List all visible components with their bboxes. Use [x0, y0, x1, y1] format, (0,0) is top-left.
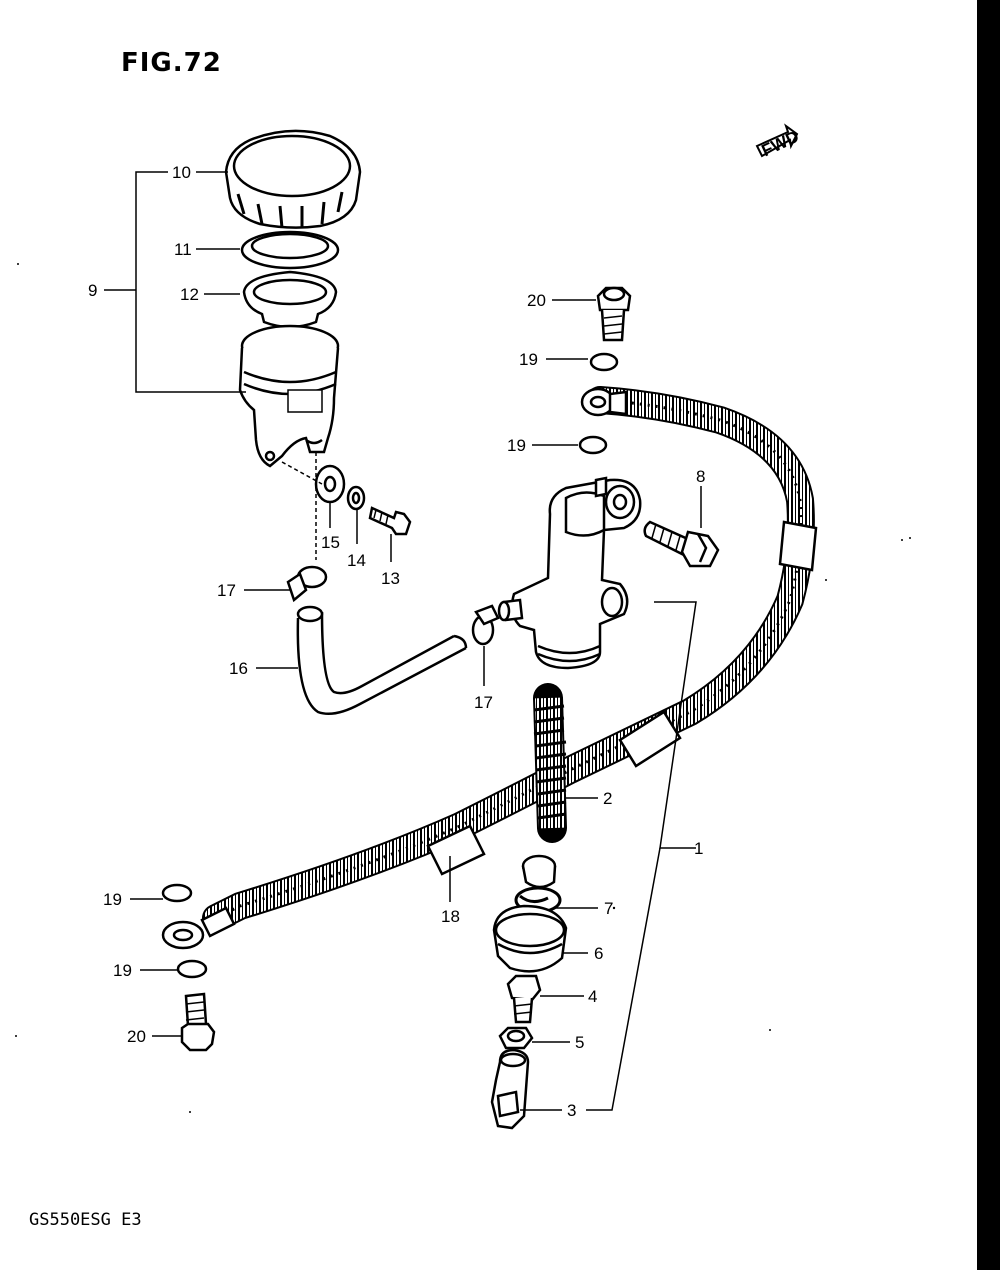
brake-hose-upper — [202, 386, 818, 932]
callout-19-b: 19 — [507, 436, 526, 455]
callout-19-a: 19 — [519, 350, 538, 369]
callout-3: 3 — [567, 1101, 576, 1120]
banjo-fitting-lower — [161, 906, 236, 950]
callout-10: 10 — [172, 163, 191, 182]
callout-8: 8 — [696, 467, 705, 486]
dust-boot-6 — [492, 904, 568, 973]
callout-5: 5 — [575, 1033, 584, 1052]
diaphragm — [242, 270, 338, 329]
washer-15 — [314, 464, 346, 504]
banjo-fitting-upper — [580, 387, 628, 417]
leader-lines — [104, 171, 697, 1111]
figure-title: FIG.72 — [121, 48, 222, 78]
diaphragm-plate — [240, 230, 340, 270]
model-code: GS550ESG E3 — [29, 1210, 142, 1230]
callout-9: 9 — [88, 281, 97, 300]
clevis-3 — [490, 1048, 530, 1130]
bracket-9 — [135, 171, 246, 393]
washer-19-d — [176, 959, 208, 979]
callout-20-lower: 20 — [127, 1027, 146, 1046]
washer-19-b — [578, 435, 608, 455]
page-edge-border — [977, 0, 1000, 1270]
washer-19-a — [589, 352, 619, 372]
callout-18: 18 — [441, 907, 460, 926]
washer-19-c — [161, 883, 193, 903]
fwd-arrow-icon: FWD — [755, 123, 802, 161]
callout-13: 13 — [381, 569, 400, 588]
callout-14: 14 — [347, 551, 366, 570]
return-spring — [533, 683, 567, 843]
callout-19-d: 19 — [113, 961, 132, 980]
scan-specks — [15, 263, 911, 1113]
callout-labels: 10 11 12 9 15 14 13 17 16 17 20 19 19 8 … — [88, 163, 705, 1120]
callout-7: 7 — [604, 899, 613, 918]
callout-16: 16 — [229, 659, 248, 678]
callout-2: 2 — [603, 789, 612, 808]
bolt-13 — [368, 506, 412, 536]
master-cylinder — [497, 476, 642, 670]
callout-4: 4 — [588, 987, 597, 1006]
callout-20-upper: 20 — [527, 291, 546, 310]
reservoir-hose — [296, 605, 468, 715]
callout-12: 12 — [180, 285, 199, 304]
rod-nut-4 — [506, 974, 542, 1024]
fwd-label: FWD — [759, 127, 802, 161]
callout-19-c: 19 — [103, 890, 122, 909]
callout-15: 15 — [321, 533, 340, 552]
callout-17-upper: 17 — [217, 581, 236, 600]
push-rod-cap — [521, 854, 557, 889]
reservoir-body — [238, 324, 340, 468]
lock-washer-14 — [346, 485, 366, 511]
banjo-bolt-lower — [180, 992, 216, 1052]
banjo-bolt-upper — [596, 286, 632, 342]
callout-1: 1 — [694, 839, 703, 858]
callout-17-lower: 17 — [474, 693, 493, 712]
hose-clamp-lower — [471, 604, 500, 646]
callout-11: 11 — [174, 240, 192, 259]
callout-6: 6 — [594, 944, 603, 963]
bolt-8 — [643, 520, 720, 568]
hose-clamp-upper — [286, 565, 328, 603]
lock-nut-5 — [498, 1026, 534, 1050]
reservoir-cap — [224, 129, 362, 229]
